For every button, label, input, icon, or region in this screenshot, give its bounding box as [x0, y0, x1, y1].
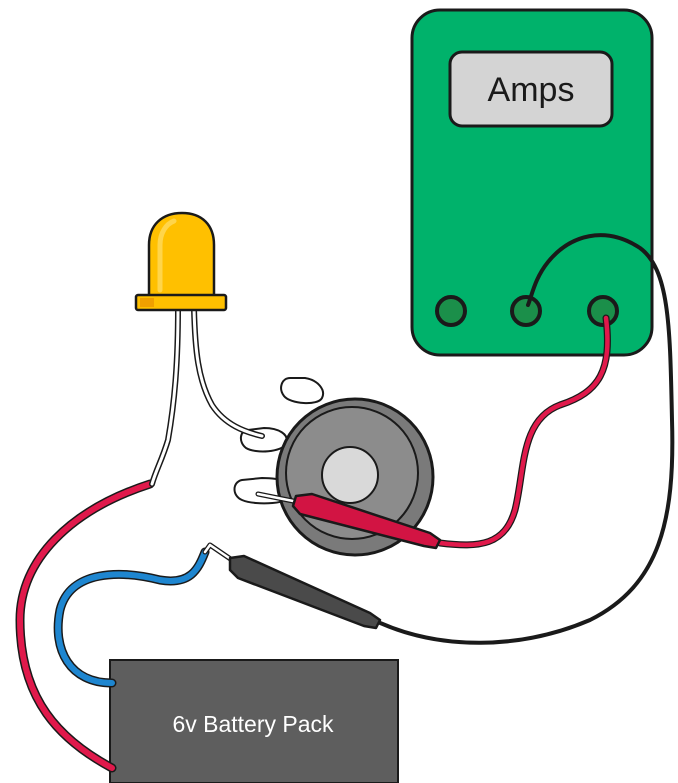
- red-wire-battery-to-led: [15, 479, 155, 773]
- led-icon: [134, 211, 265, 487]
- battery-label: 6v Battery Pack: [172, 711, 334, 737]
- battery-pack: 6v Battery Pack: [109, 659, 399, 783]
- led-lead-right: [191, 305, 265, 439]
- blue-wire-battery-to-probe: [53, 547, 210, 688]
- led-rim: [134, 293, 228, 312]
- black-wire-probe-to-meter: [376, 233, 675, 645]
- red-wire-probe-to-meter: [436, 314, 611, 549]
- potentiometer-pin-top: [280, 377, 324, 404]
- led-dome: [147, 211, 216, 298]
- red-probe-handle: [291, 492, 442, 550]
- multimeter-terminal-right: [587, 295, 619, 327]
- multimeter-terminal-middle: [510, 295, 542, 327]
- multimeter-terminal-left: [435, 295, 467, 327]
- black-probe-handle: [228, 554, 382, 630]
- black-probe: [202, 542, 382, 630]
- battery-body: [109, 659, 399, 783]
- potentiometer-knob: [321, 446, 379, 504]
- multimeter-display-label: Amps: [488, 71, 575, 109]
- multimeter: Amps: [410, 8, 654, 357]
- red-probe: [255, 491, 442, 550]
- multimeter-display: [448, 50, 614, 128]
